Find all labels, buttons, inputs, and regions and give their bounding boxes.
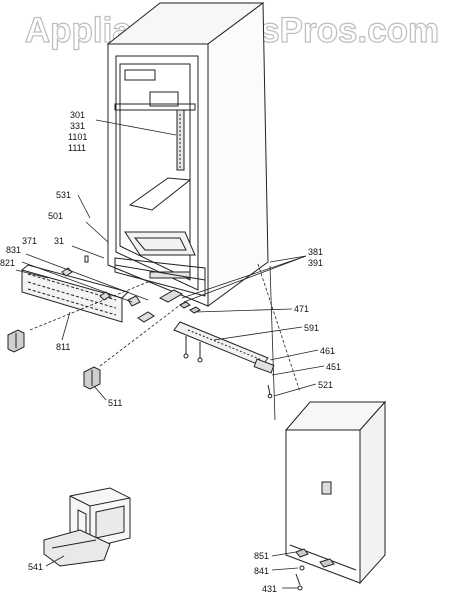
part-label-451: 451	[326, 362, 342, 372]
part-label-331: 331	[70, 121, 86, 131]
part-label-1111: 1111	[68, 143, 87, 153]
part-label-831: 831	[6, 245, 22, 255]
part-label-531: 531	[56, 190, 72, 200]
toe-grille-drawing	[21, 264, 129, 323]
part-label-811: 811	[56, 342, 71, 352]
part-label-821: 821	[0, 258, 16, 268]
part-label-461: 461	[320, 346, 336, 356]
part-label-391: 391	[308, 258, 324, 268]
leveling-foot-front	[83, 366, 101, 390]
part-label-501: 501	[48, 211, 64, 221]
part-label-511: 511	[108, 398, 123, 408]
leader-lines	[15, 119, 325, 589]
support-rail-drawing	[173, 301, 275, 374]
part-label-1101: 1101	[68, 132, 88, 142]
part-label-431: 431	[262, 584, 278, 594]
rear-cabinet-drawing	[284, 400, 387, 591]
part-label-591: 591	[304, 323, 320, 333]
part-label-381: 381	[308, 247, 324, 257]
part-label-31: 31	[54, 236, 65, 246]
part-label-851: 851	[254, 551, 270, 561]
part-label-541: 541	[28, 562, 44, 572]
part-label-371: 371	[22, 236, 38, 246]
part-label-521: 521	[318, 380, 334, 390]
bracket-541-drawing	[43, 487, 131, 567]
part-label-471: 471	[294, 304, 310, 314]
cabinet-drawing	[106, 2, 269, 307]
part-label-301: 301	[70, 110, 86, 120]
leveling-foot-left	[7, 329, 25, 353]
part-label-841: 841	[254, 566, 270, 576]
